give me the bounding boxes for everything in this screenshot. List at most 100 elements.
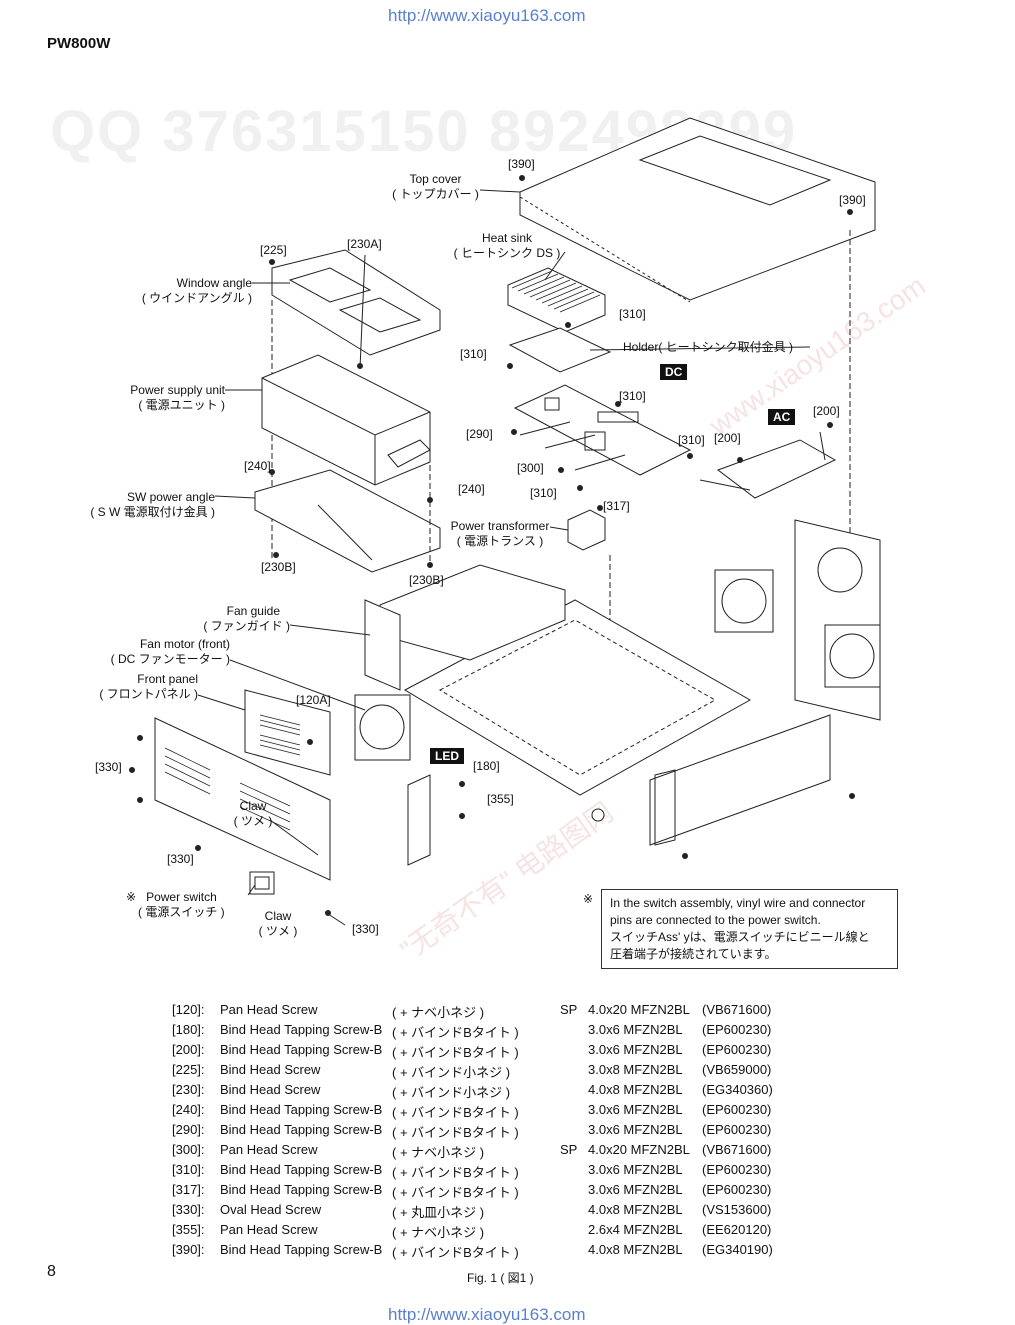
parts-name: Bind Head Screw	[220, 1062, 321, 1077]
parts-code: (EP600230)	[702, 1182, 772, 1197]
parts-name: Pan Head Screw	[220, 1222, 318, 1237]
label-fan-guide: Fan guide ( ファンガイド )	[180, 604, 290, 634]
parts-spec: 4.0x8 MFZN2BL	[588, 1082, 683, 1097]
parts-code: (VB659000)	[702, 1062, 772, 1077]
power-supply-jp: ( 電源ユニット )	[138, 398, 225, 412]
switch-assembly-note: In the switch assembly, vinyl wire and c…	[601, 889, 898, 969]
label-power-transformer: Power transformer ( 電源トランス )	[450, 519, 550, 549]
ref-230b-1: [230B]	[261, 560, 296, 574]
ref-290: [290]	[466, 427, 493, 441]
ref-310-a: [310]	[619, 307, 646, 321]
ref-330-b: [330]	[167, 852, 194, 866]
parts-sp: SP	[560, 1002, 578, 1017]
parts-spec: 3.0x6 MFZN2BL	[588, 1022, 683, 1037]
parts-jp: ( + バインドBタイト )	[392, 1045, 519, 1060]
note-line-3: スイッチAss' yは、電源スイッチにビニール線と	[610, 930, 870, 944]
ref-240-a: [240]	[244, 459, 271, 473]
badge-ac: AC	[768, 409, 796, 425]
parts-ref: [200]:	[172, 1042, 205, 1057]
parts-code: (EG340190)	[702, 1242, 773, 1257]
parts-spec: 4.0x8 MFZN2BL	[588, 1242, 683, 1257]
ref-180: [180]	[473, 759, 500, 773]
ref-317: [317]	[603, 499, 630, 513]
window-angle-en: Window angle	[176, 276, 252, 290]
badge-dc: DC	[660, 364, 688, 380]
ref-200-a: [200]	[714, 431, 741, 445]
ref-225: [225]	[260, 243, 287, 257]
parts-list: [120]: Pan Head Screw ( + ナベ小ネジ ) SP 4.0x20 …	[172, 1002, 792, 1264]
fan-guide-en: Fan guide	[226, 604, 280, 618]
ref-230b-2: [230B]	[409, 573, 444, 587]
fan-motor-jp: ( DC ファンモーター )	[110, 652, 230, 666]
parts-name: Bind Head Tapping Screw-B	[220, 1182, 383, 1197]
parts-ref: [120]:	[172, 1002, 205, 1017]
parts-name: Bind Head Screw	[220, 1082, 321, 1097]
parts-jp: ( + バインドBタイト )	[392, 1185, 519, 1200]
parts-code: (EP600230)	[702, 1122, 772, 1137]
ref-330-c: [330]	[352, 922, 379, 936]
parts-name: Bind Head Tapping Screw-B	[220, 1122, 383, 1137]
top-cover-jp: ( トップカバー )	[392, 187, 479, 201]
parts-ref: [300]:	[172, 1142, 205, 1157]
front-panel-jp: ( フロントパネル )	[99, 687, 198, 701]
ref-310-d: [310]	[678, 433, 705, 447]
parts-code: (EE620120)	[702, 1222, 772, 1237]
parts-jp: ( + バインドBタイト )	[392, 1105, 519, 1120]
parts-jp: ( + ナベ小ネジ )	[392, 1005, 485, 1020]
power-supply-en: Power supply unit	[130, 383, 225, 397]
claw-2-en: Claw	[264, 909, 292, 923]
label-claw-2: Claw ( ツメ )	[250, 909, 306, 939]
fan-motor-en: Fan motor (front)	[139, 637, 230, 651]
parts-ref: [240]:	[172, 1102, 205, 1117]
parts-jp: ( + バインドBタイト )	[392, 1125, 519, 1140]
ref-355: [355]	[487, 792, 514, 806]
ref-120a: [120A]	[296, 693, 331, 707]
note-mark: ※	[583, 892, 594, 906]
footer-url[interactable]: http://www.xiaoyu163.com	[388, 1305, 586, 1324]
power-switch-en: ※ Power switch	[126, 890, 248, 905]
parts-jp: ( + ナベ小ネジ )	[392, 1145, 485, 1160]
note-line-2: pins are connected to the power switch.	[610, 913, 821, 927]
parts-spec: 4.0x8 MFZN2BL	[588, 1202, 683, 1217]
ref-310-c: [310]	[619, 389, 646, 403]
parts-ref: [355]:	[172, 1222, 205, 1237]
parts-name: Bind Head Tapping Screw-B	[220, 1102, 383, 1117]
ref-390-b: [390]	[839, 193, 866, 207]
window-angle-jp: ( ウインドアングル )	[141, 291, 252, 305]
parts-jp: ( + バインド小ネジ )	[392, 1065, 511, 1080]
exploded-view-drawing	[129, 117, 881, 926]
ref-200-b: [200]	[813, 404, 840, 418]
parts-spec: 3.0x6 MFZN2BL	[588, 1162, 683, 1177]
parts-ref: [225]:	[172, 1062, 205, 1077]
top-cover-en: Top cover	[409, 172, 462, 186]
parts-name: Oval Head Screw	[220, 1202, 322, 1217]
label-claw-1: Claw ( ツメ )	[225, 799, 281, 829]
parts-jp: ( + ナベ小ネジ )	[392, 1225, 485, 1240]
ref-310-b: [310]	[460, 347, 487, 361]
fan-guide-jp: ( ファンガイド )	[203, 619, 290, 633]
parts-spec: 3.0x6 MFZN2BL	[588, 1102, 683, 1117]
parts-spec: 3.0x8 MFZN2BL	[588, 1062, 683, 1077]
heat-sink-en: Heat sink	[481, 231, 533, 245]
power-switch-jp: ( 電源スイッチ )	[138, 905, 225, 919]
parts-name: Bind Head Tapping Screw-B	[220, 1022, 383, 1037]
power-transformer-en: Power transformer	[450, 519, 550, 533]
parts-ref: [180]:	[172, 1022, 205, 1037]
parts-jp: ( + バインドBタイト )	[392, 1245, 519, 1260]
parts-spec: 4.0x20 MFZN2BL	[588, 1002, 690, 1017]
ref-300: [300]	[517, 461, 544, 475]
parts-code: (VB671600)	[702, 1142, 772, 1157]
ref-240-b: [240]	[458, 482, 485, 496]
label-sw-power-angle: SW power angle ( S W 電源取付け金具 )	[80, 490, 215, 520]
sw-power-angle-jp: ( S W 電源取付け金具 )	[90, 505, 215, 519]
claw-2-jp: ( ツメ )	[258, 924, 298, 938]
power-transformer-jp: ( 電源トランス )	[456, 534, 544, 548]
parts-spec: 3.0x6 MFZN2BL	[588, 1042, 683, 1057]
note-line-4: 圧着端子が接続されています。	[610, 947, 777, 961]
header-url[interactable]: http://www.xiaoyu163.com	[388, 6, 586, 25]
front-panel-en: Front panel	[137, 672, 198, 686]
parts-ref: [390]:	[172, 1242, 205, 1257]
parts-code: (VB671600)	[702, 1002, 772, 1017]
parts-name: Pan Head Screw	[220, 1142, 318, 1157]
parts-ref: [317]:	[172, 1182, 205, 1197]
